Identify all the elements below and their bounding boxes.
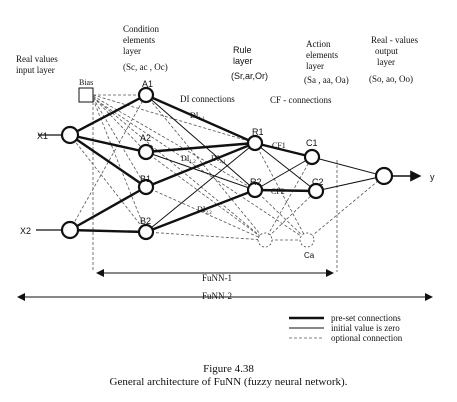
x2-label: X2: [20, 226, 31, 236]
legend-zero-label: initial value is zero: [331, 323, 400, 333]
action-layer-title: Action elements layer (Sa , aa, Oa): [304, 39, 349, 85]
legend-optional-label: optional connection: [331, 333, 403, 343]
a1-label: A1: [142, 79, 153, 89]
di12-label: DI1,2: [181, 154, 196, 165]
c1-label: C1: [306, 138, 318, 148]
output-layer-title: Real - values output layer (So, ao, Oo): [369, 35, 420, 84]
preset-connections: [69, 93, 317, 234]
node-ca: [299, 232, 315, 248]
node-b2: [137, 223, 155, 241]
r1-label: R1: [252, 127, 264, 137]
condition-layer-title: Condition elements layer (Sc, ac , Oc): [123, 24, 168, 72]
node-output: [374, 166, 394, 186]
node-optional-rule: [257, 232, 273, 248]
cf-connections-label: CF - connections: [270, 95, 332, 105]
figure-caption: General architecture of FuNN (fuzzy neur…: [109, 376, 348, 388]
di22-label: DI2,2: [197, 205, 212, 216]
cf1-label: CF1: [272, 141, 286, 150]
funn2-label: FuNN-2: [202, 291, 232, 301]
node-x2: [60, 220, 80, 240]
node-r1: [246, 134, 264, 152]
node-c2: [307, 182, 325, 200]
di-connections-label: DI connections: [180, 94, 235, 104]
cf2-label: CF2: [271, 187, 285, 196]
node-a2: [137, 143, 155, 161]
legend-preset-label: pre-set connections: [331, 313, 401, 323]
di21-label: DI2,1: [211, 154, 226, 165]
node-c1: [303, 148, 321, 166]
x1-label: X1: [37, 131, 48, 141]
legend: pre-set connections initial value is zer…: [289, 313, 403, 343]
b1-label: B1: [140, 174, 151, 184]
di11-label: DI1,1: [190, 111, 205, 122]
funn1-label: FuNN-1: [202, 273, 232, 283]
a2-label: A2: [140, 133, 151, 143]
zero-connections: [145, 94, 385, 233]
y-label: y: [430, 172, 435, 182]
node-b1: [137, 178, 155, 196]
optional-connections: [69, 94, 385, 272]
ca-label: Ca: [304, 251, 315, 260]
bias-box: [78, 87, 94, 103]
r2-label: R2: [250, 177, 262, 187]
rule-layer-title: Rule layer (Sr,ar,Or): [231, 45, 268, 81]
figure-number: Figure 4.38: [203, 363, 254, 375]
bias-label: Bias: [79, 78, 93, 87]
b2-label: B2: [140, 216, 151, 226]
node-r2: [246, 181, 264, 199]
node-a1: [137, 86, 155, 104]
input-layer-title: Real values input layer: [16, 54, 60, 75]
node-x1: [60, 125, 80, 145]
c2-label: C2: [312, 177, 324, 187]
